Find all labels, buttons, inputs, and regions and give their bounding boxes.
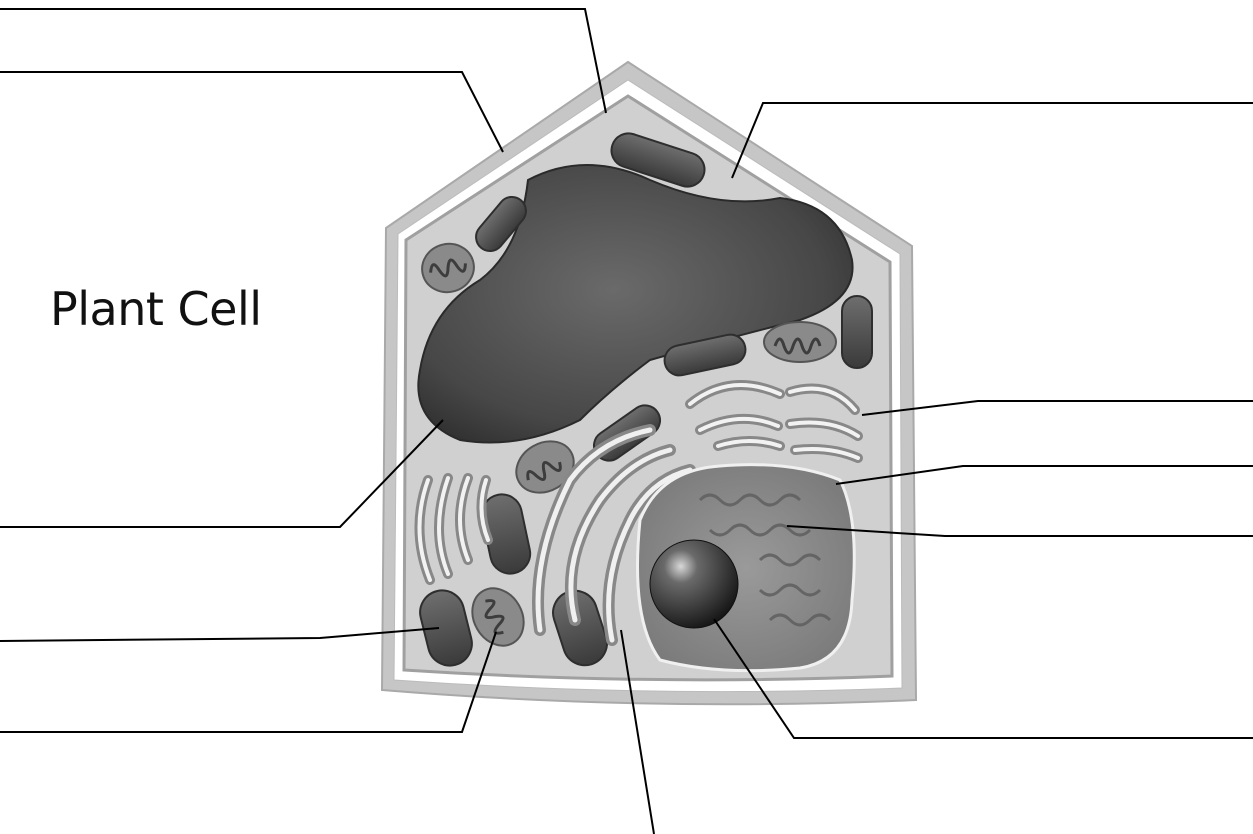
leader-line-chloroplast — [0, 628, 439, 641]
leader-line-cell-wall — [0, 9, 606, 113]
leader-line-central-vacuole — [0, 420, 443, 527]
nucleolus-shape — [650, 540, 738, 628]
leader-line-golgi-apparatus — [862, 401, 1253, 415]
leader-line-cytoplasm — [732, 103, 1253, 178]
leader-line-cell-membrane — [0, 72, 503, 152]
